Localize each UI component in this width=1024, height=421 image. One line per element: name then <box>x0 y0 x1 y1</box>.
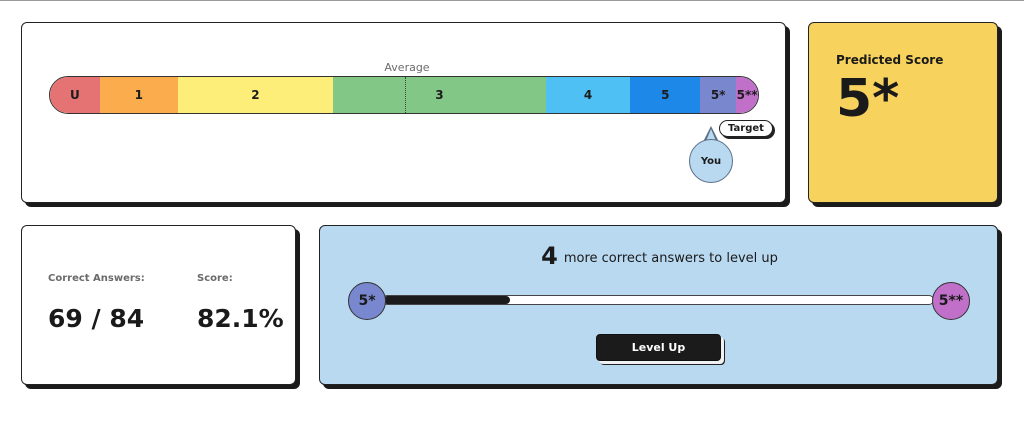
grade-segment: 5* <box>700 77 737 113</box>
grade-segment: U <box>50 77 100 113</box>
target-marker: Target <box>719 120 773 137</box>
level-up-card: 4 more correct answers to level up 5* 5**… <box>319 225 998 385</box>
correct-answers-value: 69 / 84 <box>48 304 145 333</box>
grade-segment: 2 <box>177 77 334 113</box>
answers-needed-count: 4 <box>541 242 558 270</box>
you-marker: You <box>689 139 733 183</box>
level-up-message: 4 more correct answers to level up <box>320 242 999 270</box>
grade-segment: 5 <box>630 77 701 113</box>
grade-segment: 1 <box>99 77 178 113</box>
grade-segment: 4 <box>545 77 631 113</box>
level-progress-fill <box>383 296 510 304</box>
current-grade-node: 5* <box>348 282 386 320</box>
average-marker <box>405 77 406 113</box>
grade-segment: 5** <box>736 77 758 113</box>
grade-segment: 3 <box>333 77 546 113</box>
predicted-score-value: 5* <box>836 69 900 129</box>
predicted-score-title: Predicted Score <box>836 53 944 67</box>
predicted-score-card: Predicted Score 5* <box>808 22 998 203</box>
level-progress-track <box>382 295 934 305</box>
score-value: 82.1% <box>197 304 284 333</box>
level-up-text: more correct answers to level up <box>563 251 778 266</box>
stats-card: Correct Answers: 69 / 84 Score: 82.1% <box>21 225 296 385</box>
next-grade-node: 5** <box>932 282 970 320</box>
average-label: Average <box>384 61 430 74</box>
top-divider <box>0 0 1024 1</box>
score-label: Score: <box>197 273 233 284</box>
level-up-button[interactable]: Level Up <box>596 334 721 361</box>
correct-answers-label: Correct Answers: <box>48 273 145 284</box>
